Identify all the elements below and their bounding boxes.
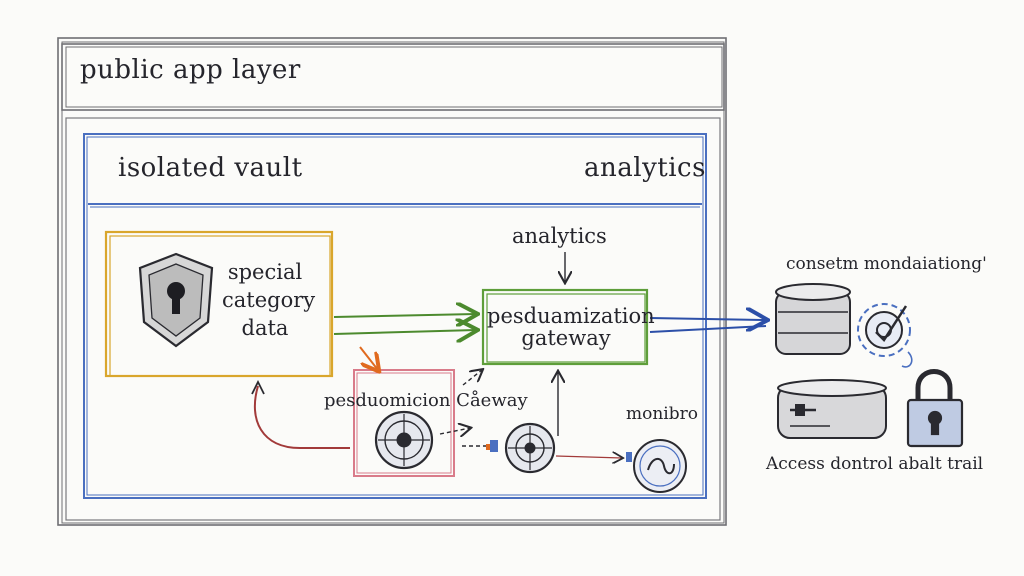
access-control-audit-label: Access dontrol abalt trail bbox=[766, 454, 984, 474]
lower-gateway-box bbox=[353, 369, 455, 477]
small-link-marks bbox=[486, 440, 498, 452]
analytics-header-label: analytics bbox=[584, 153, 706, 183]
shield-keyhole-icon bbox=[138, 252, 214, 348]
arrow-loop-red-head bbox=[251, 379, 265, 395]
pseudonymization-gateway-box bbox=[481, 288, 649, 366]
isolated-vault-box bbox=[83, 133, 707, 499]
padlock-icon bbox=[906, 369, 964, 448]
analytics-label: analytics bbox=[512, 224, 607, 248]
outer-frame bbox=[57, 37, 727, 526]
monitor-label: monibro bbox=[626, 404, 698, 424]
isolated-vault-label: isolated vault bbox=[118, 153, 303, 183]
storage-drive-icon bbox=[777, 379, 887, 439]
vault-disk-icon bbox=[374, 410, 434, 470]
arrow-gateway-to-consent bbox=[649, 318, 766, 333]
consent-management-label: consetm mondaiationg' bbox=[786, 254, 987, 274]
arrow-loop-red bbox=[253, 385, 350, 449]
lower-gateway-label: pesduomicion Cåeway bbox=[324, 390, 528, 411]
special-category-data-line: category bbox=[222, 288, 316, 312]
pseudonymization-gateway-line: gateway bbox=[521, 326, 611, 350]
pseudonymization-gateway-label: pesduamization gateway bbox=[487, 304, 655, 350]
special-category-data-label: special category data bbox=[222, 258, 316, 342]
arrow-data-to-gateway bbox=[333, 314, 476, 334]
vault-disk-icon bbox=[504, 422, 556, 474]
public-app-layer-box bbox=[61, 43, 725, 111]
special-category-data-line: data bbox=[241, 316, 289, 340]
arrow-orange bbox=[359, 346, 378, 370]
public-app-layer-label: public app layer bbox=[80, 55, 301, 85]
pseudonymization-gateway-line: pesduamization bbox=[487, 304, 655, 328]
arrow-to-monitor bbox=[555, 456, 622, 458]
gear-check-icon bbox=[857, 303, 913, 368]
special-category-data-line: special bbox=[227, 260, 303, 284]
database-stack-icon bbox=[775, 283, 851, 355]
monitor-icon bbox=[626, 439, 687, 493]
special-category-data-box bbox=[104, 230, 334, 378]
